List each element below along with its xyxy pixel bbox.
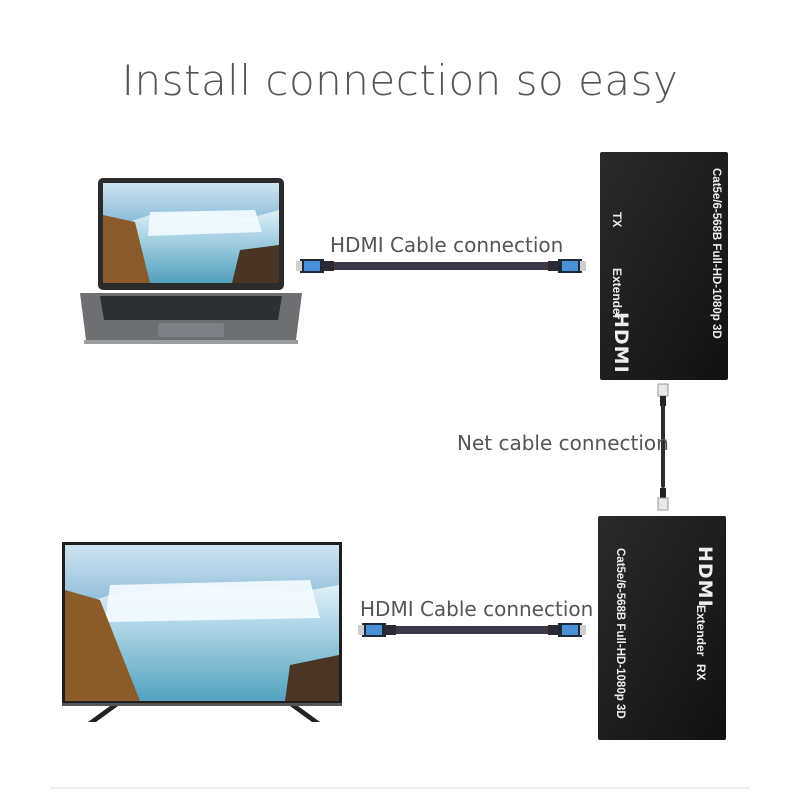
laptop-keyboard — [100, 296, 282, 320]
hdmi-cable-bottom — [358, 623, 586, 637]
net-cable-label: Net cable connection — [457, 431, 669, 455]
rx-brand-logo: HDMI — [694, 546, 716, 608]
tv-right-stand — [290, 706, 320, 722]
rx-product-label: Extender — [694, 605, 708, 656]
laptop-touchpad — [158, 323, 224, 337]
tv-left-stand — [88, 706, 118, 722]
tx-brand-logo: HDMI — [610, 312, 632, 374]
laptop — [80, 178, 302, 344]
tx-spec-label: Cat5e/6-568B Full-HD-1080p 3D — [710, 168, 722, 339]
rx-mode-label: RX — [694, 664, 708, 681]
hdmi-top-label: HDMI Cable connection — [330, 233, 563, 257]
hdmi-bottom-label: HDMI Cable connection — [360, 597, 593, 621]
tx-product-label: Extender — [610, 268, 624, 319]
rx-spec-label: Cat5e/6-568B Full-HD-1080p 3D — [614, 548, 626, 719]
hdmi-cable-top — [296, 259, 586, 273]
television — [62, 542, 342, 722]
tx-mode-label: TX — [610, 212, 624, 227]
